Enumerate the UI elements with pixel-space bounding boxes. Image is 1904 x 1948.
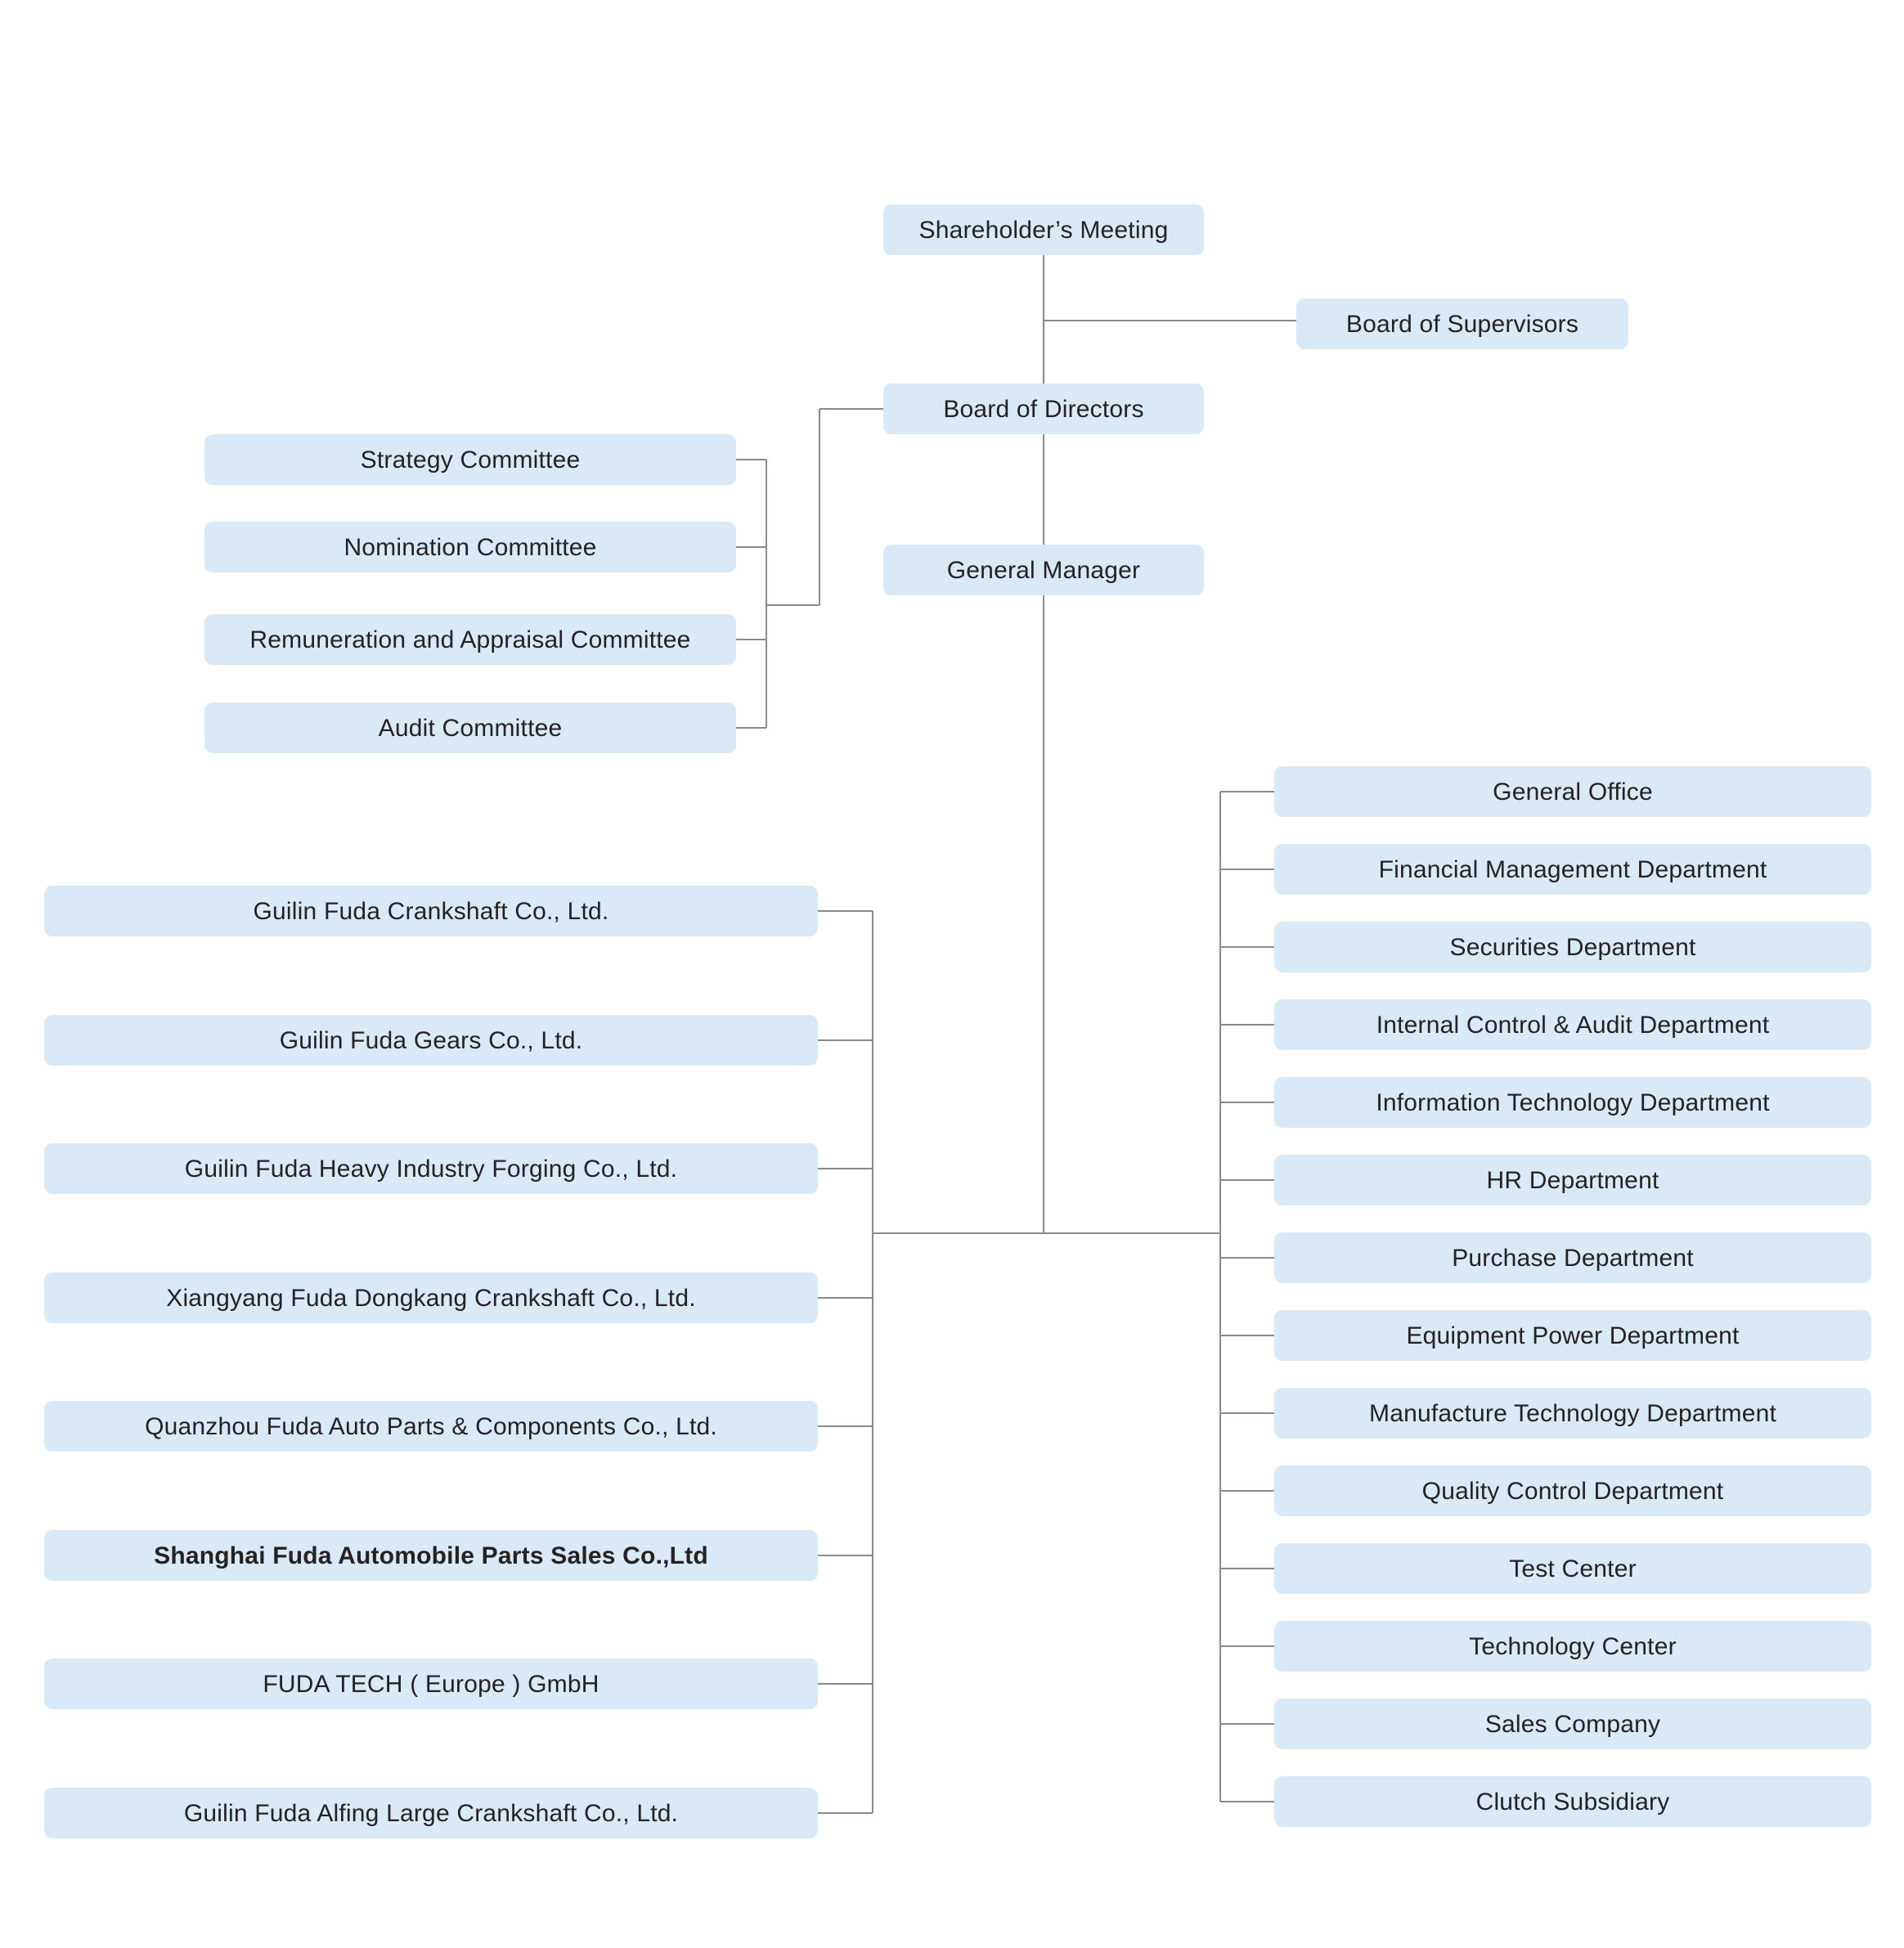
node-manufacture-technology-department: Manufacture Technology Department bbox=[1274, 1388, 1871, 1439]
node-quanzhou-fuda-auto-parts-components-co-ltd: Quanzhou Fuda Auto Parts & Components Co… bbox=[44, 1401, 818, 1452]
connector-line bbox=[766, 604, 820, 606]
connector-line bbox=[1219, 792, 1221, 1802]
connector-line bbox=[1220, 1179, 1274, 1181]
node-general-manager: General Manager bbox=[883, 545, 1204, 595]
node-remuneration-and-appraisal-committee: Remuneration and Appraisal Committee bbox=[204, 614, 736, 665]
node-fuda-tech-europe-gmbh: FUDA TECH ( Europe ) GmbH bbox=[44, 1658, 818, 1709]
node-xiangyang-fuda-dongkang-crankshaft-co-ltd: Xiangyang Fuda Dongkang Crankshaft Co., … bbox=[44, 1272, 818, 1323]
connector-line bbox=[1220, 1024, 1274, 1026]
connector-line bbox=[873, 1232, 1220, 1234]
connector-line bbox=[1043, 255, 1044, 384]
connector-line bbox=[1043, 434, 1044, 545]
node-guilin-fuda-crankshaft-co-ltd: Guilin Fuda Crankshaft Co., Ltd. bbox=[44, 886, 818, 936]
connector-line bbox=[1220, 1257, 1274, 1259]
connector-line bbox=[818, 1812, 873, 1814]
node-internal-control-audit-department: Internal Control & Audit Department bbox=[1274, 999, 1871, 1050]
node-audit-committee: Audit Committee bbox=[204, 702, 736, 753]
node-financial-management-department: Financial Management Department bbox=[1274, 844, 1871, 895]
connector-line bbox=[820, 408, 883, 410]
connector-line bbox=[818, 1683, 873, 1685]
node-shareholders-meeting: Shareholder’s Meeting bbox=[883, 204, 1204, 255]
connector-line bbox=[1220, 1412, 1274, 1414]
node-test-center: Test Center bbox=[1274, 1543, 1871, 1594]
connector-line bbox=[819, 409, 820, 605]
connector-line bbox=[1043, 595, 1044, 1233]
connector-line bbox=[736, 727, 766, 729]
node-equipment-power-department: Equipment Power Department bbox=[1274, 1310, 1871, 1361]
node-securities-department: Securities Department bbox=[1274, 922, 1871, 972]
connector-line bbox=[872, 911, 873, 1813]
node-shanghai-fuda-automobile-parts-sales-co-ltd: Shanghai Fuda Automobile Parts Sales Co.… bbox=[44, 1530, 818, 1581]
connector-line bbox=[1220, 1723, 1274, 1725]
node-technology-center: Technology Center bbox=[1274, 1621, 1871, 1672]
connector-line bbox=[1044, 320, 1296, 321]
connector-line bbox=[1220, 869, 1274, 870]
node-hr-department: HR Department bbox=[1274, 1155, 1871, 1205]
connector-line bbox=[818, 1425, 873, 1427]
node-quality-control-department: Quality Control Department bbox=[1274, 1465, 1871, 1516]
node-guilin-fuda-alfing-large-crankshaft-co-ltd: Guilin Fuda Alfing Large Crankshaft Co.,… bbox=[44, 1788, 818, 1838]
connector-line bbox=[1220, 1801, 1274, 1802]
node-guilin-fuda-heavy-industry-forging-co-ltd: Guilin Fuda Heavy Industry Forging Co., … bbox=[44, 1143, 818, 1194]
connector-line bbox=[736, 546, 766, 548]
node-nomination-committee: Nomination Committee bbox=[204, 522, 736, 572]
node-board-of-directors: Board of Directors bbox=[883, 384, 1204, 434]
connector-line bbox=[1220, 791, 1274, 792]
node-strategy-committee: Strategy Committee bbox=[204, 434, 736, 485]
node-guilin-fuda-gears-co-ltd: Guilin Fuda Gears Co., Ltd. bbox=[44, 1015, 818, 1066]
connector-line bbox=[818, 1297, 873, 1299]
node-clutch-subsidiary: Clutch Subsidiary bbox=[1274, 1776, 1871, 1827]
connector-line bbox=[1220, 1490, 1274, 1492]
node-general-office: General Office bbox=[1274, 766, 1871, 817]
connector-line bbox=[1220, 1645, 1274, 1647]
connector-line bbox=[736, 459, 766, 460]
connector-line bbox=[1220, 946, 1274, 948]
node-board-of-supervisors: Board of Supervisors bbox=[1296, 298, 1628, 349]
connector-line bbox=[818, 1555, 873, 1556]
node-information-technology-department: Information Technology Department bbox=[1274, 1077, 1871, 1128]
node-sales-company: Sales Company bbox=[1274, 1699, 1871, 1749]
connector-line bbox=[736, 639, 766, 640]
connector-line bbox=[818, 910, 873, 912]
node-purchase-department: Purchase Department bbox=[1274, 1232, 1871, 1283]
connector-line bbox=[818, 1039, 873, 1041]
connector-line bbox=[1220, 1102, 1274, 1103]
connector-line bbox=[818, 1168, 873, 1169]
connector-line bbox=[1220, 1335, 1274, 1336]
connector-line bbox=[1220, 1568, 1274, 1569]
connector-line bbox=[766, 460, 767, 728]
